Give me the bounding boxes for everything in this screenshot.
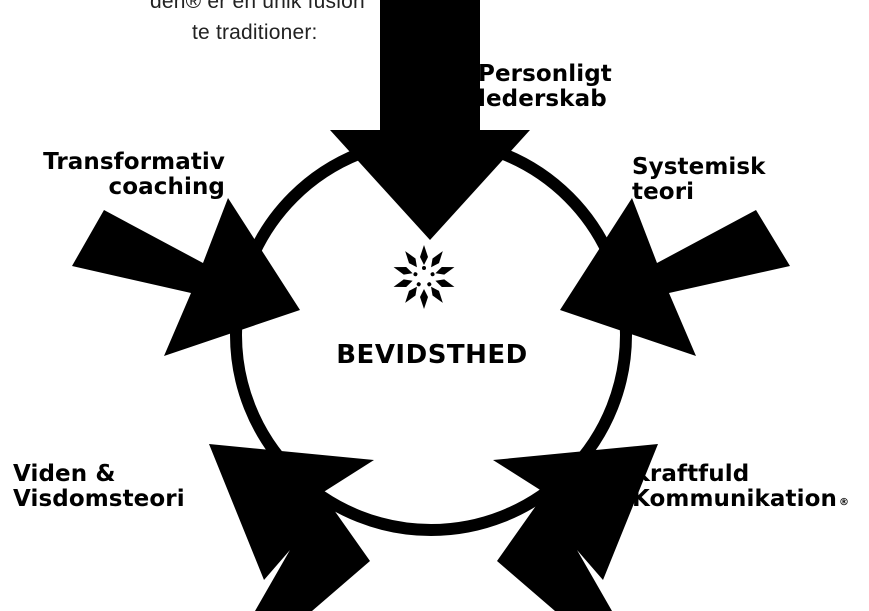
label-transformativ-coaching: Transformativ coaching <box>10 150 225 200</box>
registered-mark: ® <box>838 497 850 508</box>
arrow-kraftfuld-kommunikation <box>493 444 658 611</box>
label-viden-visdomsteori: Viden & Visdomsteori <box>13 462 185 512</box>
label-line-1: Personligt <box>478 61 612 87</box>
label-line-2-text: Kommunikation <box>632 486 837 512</box>
label-line-2: coaching <box>108 174 225 200</box>
intro-line-1: den® er en unik fusion <box>150 0 365 13</box>
label-line-1: Systemisk <box>632 154 766 180</box>
label-line-2: lederskab <box>478 86 607 112</box>
label-line-2: teori <box>632 179 695 205</box>
arrow-personligt-lederskab <box>330 0 530 240</box>
label-line-2: Visdomsteori <box>13 486 185 512</box>
sunburst-logo-icon <box>393 245 455 309</box>
intro-line-2: te traditioner: <box>192 21 318 44</box>
label-personligt-lederskab: Personligt lederskab <box>478 62 612 112</box>
label-line-1: Transformativ <box>43 149 225 175</box>
center-label: BEVIDSTHED <box>336 340 528 370</box>
label-line-1: Kraftfuld <box>632 461 750 487</box>
label-systemisk-teori: Systemisk teori <box>632 155 766 205</box>
label-line-1: Viden & <box>13 461 116 487</box>
label-kraftfuld-kommunikation: Kraftfuld Kommunikation® <box>632 462 849 515</box>
arrow-systemisk-teori <box>560 198 790 356</box>
arrow-viden-visdomsteori <box>209 444 374 611</box>
arrow-transformativ-coaching <box>72 198 300 356</box>
label-line-2: Kommunikation® <box>632 487 849 515</box>
intro-text: den® er en unik fusion te traditioner: <box>150 0 410 48</box>
